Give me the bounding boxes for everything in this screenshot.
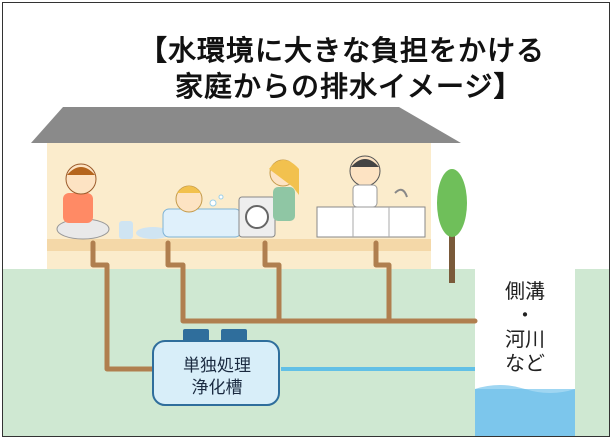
ditch	[475, 261, 575, 436]
house-roof	[31, 107, 461, 143]
diagram-title-line2: 家庭からの排水イメージ】	[175, 70, 523, 103]
washing-machine-icon	[238, 159, 299, 238]
septic-tank-label: 単独処理 浄化槽	[157, 355, 277, 399]
ditch-label-line1: 側溝	[505, 279, 545, 303]
toilet-icon	[56, 163, 170, 240]
septic-tank-label-line1: 単独処理	[183, 356, 251, 376]
ditch-label-line2: ・	[515, 303, 535, 327]
septic-tank	[152, 329, 280, 406]
diagram-title-line1: 【水環境に大きな負担をかける	[139, 34, 546, 67]
ditch-label: 側溝 ・ 河川 など	[479, 279, 571, 375]
house-drainage-scene	[31, 107, 575, 436]
gray-water-pipes	[165, 240, 478, 324]
tree-icon	[437, 169, 467, 283]
ditch-label-line3: 河川	[505, 327, 545, 351]
toilet-pipe	[90, 240, 156, 372]
house-floor	[47, 239, 431, 251]
ditch-label-line4: など	[505, 351, 545, 375]
kitchen-sink-icon	[316, 155, 426, 238]
septic-tank-label-line2: 浄化槽	[191, 378, 243, 398]
